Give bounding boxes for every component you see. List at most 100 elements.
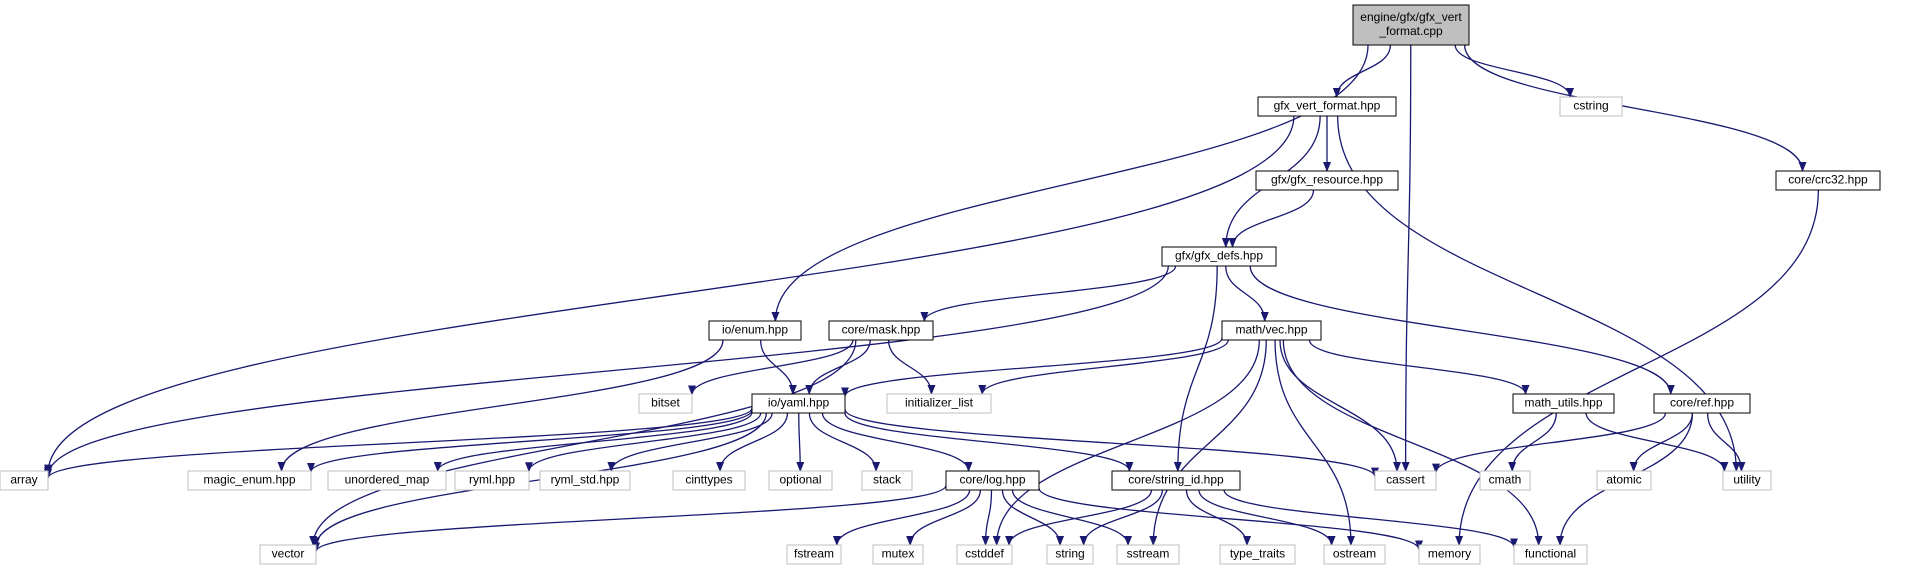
edge-io_yaml-to-array bbox=[44, 407, 753, 480]
node-box-core-ref bbox=[1653, 393, 1751, 414]
edge-math_vec-to-math_utils bbox=[1308, 339, 1530, 395]
node-label-crc32: core/crc32.hpp bbox=[1788, 173, 1868, 187]
edge-core_string_id-to-string bbox=[1079, 489, 1164, 546]
node-label-root: _format.cpp bbox=[1378, 24, 1443, 38]
node-atomic: atomic bbox=[1596, 470, 1652, 491]
node-io-yaml[interactable]: io/yaml.hpp bbox=[751, 393, 846, 414]
node-io-enum[interactable]: io/enum.hpp bbox=[708, 320, 802, 341]
node-box-utility bbox=[1722, 470, 1772, 491]
node-core-log[interactable]: core/log.hpp bbox=[945, 470, 1040, 491]
edge-root-to-gfx_vert_format bbox=[1332, 44, 1392, 98]
edge-math_utils-to-cmath bbox=[1508, 412, 1557, 472]
node-bitset: bitset bbox=[638, 393, 693, 414]
node-utility: utility bbox=[1722, 470, 1772, 491]
node-core-mask[interactable]: core/mask.hpp bbox=[828, 320, 934, 341]
node-label-ryml-std: ryml_std.hpp bbox=[551, 473, 620, 487]
node-ryml: ryml.hpp bbox=[454, 470, 530, 491]
node-label-mutex: mutex bbox=[882, 547, 915, 561]
node-math-vec[interactable]: math/vec.hpp bbox=[1221, 320, 1322, 341]
edge-core_log-to-mutex bbox=[906, 489, 982, 546]
node-label-type-traits: type_traits bbox=[1230, 547, 1285, 561]
node-box-optional bbox=[768, 470, 833, 491]
node-core-string-id[interactable]: core/string_id.hpp bbox=[1111, 470, 1241, 491]
edge-gfx_defs-to-math_vec bbox=[1225, 265, 1269, 322]
edge-core_log-to-sstream bbox=[1011, 489, 1133, 546]
node-cstring: cstring bbox=[1559, 96, 1623, 117]
edge-core_log-to-memory bbox=[1038, 487, 1423, 551]
node-label-io-yaml: io/yaml.hpp bbox=[768, 396, 830, 410]
edge-root-to-crc32 bbox=[1463, 44, 1807, 172]
node-box-math-vec bbox=[1221, 320, 1322, 341]
edge-core_ref-to-atomic bbox=[1629, 412, 1694, 472]
edge-io_yaml-to-core_log bbox=[821, 412, 973, 472]
edge-core_log-to-cstddef bbox=[981, 489, 993, 546]
node-label-core-ref: core/ref.hpp bbox=[1670, 396, 1734, 410]
node-unordered-map: unordered_map bbox=[327, 470, 447, 491]
node-crc32[interactable]: core/crc32.hpp bbox=[1775, 170, 1881, 191]
edge-core_mask-to-initializer_list bbox=[887, 339, 936, 395]
edge-core_mask-to-io_yaml bbox=[805, 339, 871, 395]
node-gfx-resource[interactable]: gfx/gfx_resource.hpp bbox=[1255, 170, 1399, 191]
node-label-math-utils: math_utils.hpp bbox=[1524, 396, 1602, 410]
node-box-ostream bbox=[1323, 544, 1386, 565]
node-label-io-enum: io/enum.hpp bbox=[722, 323, 788, 337]
node-label-fstream: fstream bbox=[794, 547, 834, 561]
node-box-unordered-map bbox=[327, 470, 447, 491]
node-label-optional: optional bbox=[779, 473, 821, 487]
edge-math_vec-to-io_yaml bbox=[841, 337, 1223, 398]
node-fstream: fstream bbox=[786, 544, 842, 565]
node-label-stack: stack bbox=[873, 473, 902, 487]
edge-gfx_resource-to-gfx_defs bbox=[1228, 189, 1315, 248]
edge-gfx_defs-to-core_ref bbox=[1249, 265, 1675, 395]
edge-crc32-to-memory bbox=[1455, 189, 1820, 546]
node-box-core-string-id bbox=[1111, 470, 1241, 491]
edge-gfx_vert_format-to-utility bbox=[1337, 115, 1741, 472]
nodes-layer: engine/gfx/gfx_vert_format.cpp gfx_vert_f… bbox=[0, 4, 1881, 565]
edge-math_utils-to-utility bbox=[1585, 412, 1729, 472]
node-label-array: array bbox=[10, 473, 37, 487]
node-math-utils[interactable]: math_utils.hpp bbox=[1512, 393, 1615, 414]
node-ryml-std: ryml_std.hpp bbox=[539, 470, 631, 491]
node-memory: memory bbox=[1418, 544, 1481, 565]
node-label-math-vec: math/vec.hpp bbox=[1235, 323, 1307, 337]
node-label-cstring: cstring bbox=[1573, 99, 1608, 113]
edge-math_vec-to-initializer_list bbox=[978, 339, 1229, 395]
node-initializer-list: initializer_list bbox=[886, 393, 992, 414]
node-vector: vector bbox=[259, 544, 317, 565]
node-box-ryml-std bbox=[539, 470, 631, 491]
node-root[interactable]: engine/gfx/gfx_vert_format.cpp bbox=[1352, 4, 1470, 46]
node-box-sstream bbox=[1116, 544, 1180, 565]
node-label-functional: functional bbox=[1525, 547, 1576, 561]
edge-math_vec-to-cassert bbox=[1279, 339, 1401, 472]
node-box-array bbox=[0, 470, 49, 491]
node-label-magic-enum: magic_enum.hpp bbox=[203, 473, 295, 487]
node-gfx-vert-format[interactable]: gfx_vert_format.hpp bbox=[1257, 96, 1397, 117]
node-box-root bbox=[1352, 4, 1470, 46]
node-box-io-yaml bbox=[751, 393, 846, 414]
node-label-cassert: cassert bbox=[1386, 473, 1425, 487]
node-core-ref[interactable]: core/ref.hpp bbox=[1653, 393, 1751, 414]
edge-core_log-to-fstream bbox=[832, 489, 971, 546]
edge-math_vec-to-cstddef bbox=[992, 339, 1260, 546]
node-box-magic-enum bbox=[187, 470, 312, 491]
edge-io_yaml-to-stack bbox=[808, 412, 881, 472]
node-box-math-utils bbox=[1512, 393, 1615, 414]
node-box-gfx-vert-format bbox=[1257, 96, 1397, 117]
node-cstddef: cstddef bbox=[956, 544, 1013, 565]
node-label-utility: utility bbox=[1733, 473, 1760, 487]
edge-io_yaml-to-ryml bbox=[525, 412, 762, 473]
node-box-stack bbox=[861, 470, 913, 491]
node-label-vector: vector bbox=[272, 547, 305, 561]
node-box-atomic bbox=[1596, 470, 1652, 491]
edge-core_mask-to-bitset bbox=[688, 339, 854, 396]
edge-core_ref-to-cassert bbox=[1432, 412, 1667, 474]
node-array: array bbox=[0, 470, 49, 491]
node-box-bitset bbox=[638, 393, 693, 414]
node-box-core-log bbox=[945, 470, 1040, 491]
node-label-ostream: ostream bbox=[1333, 547, 1376, 561]
edge-math_vec-to-ostream bbox=[1274, 339, 1355, 546]
edge-gfx_vert_format-to-array bbox=[44, 115, 1295, 475]
edge-io_yaml-to-unordered_map bbox=[433, 411, 753, 472]
node-gfx-defs[interactable]: gfx/gfx_defs.hpp bbox=[1161, 246, 1277, 267]
node-label-core-string-id: core/string_id.hpp bbox=[1128, 473, 1224, 487]
